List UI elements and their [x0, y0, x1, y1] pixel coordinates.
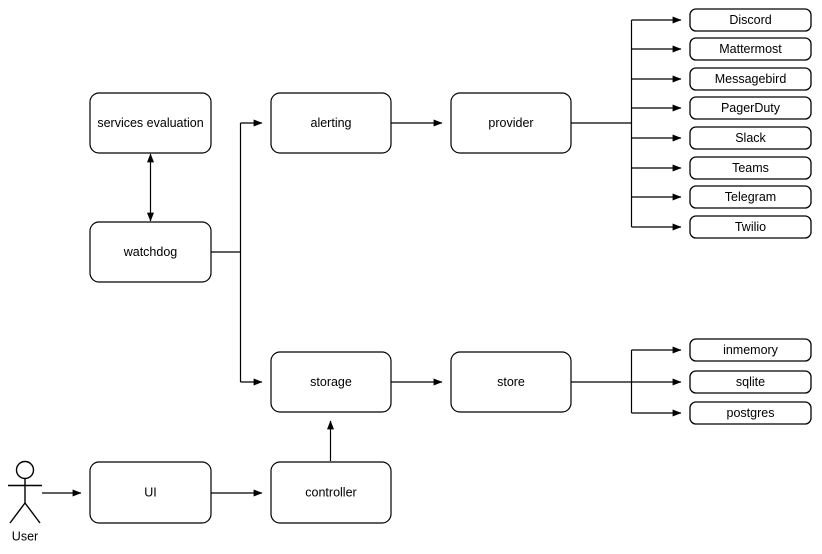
node-provider-shape[interactable]: [450, 92, 572, 154]
actor-head-icon: [15, 460, 35, 480]
node-controller[interactable]: controller: [270, 461, 392, 524]
actor-label: User: [12, 529, 38, 543]
node-services-evaluation[interactable]: services evaluation: [89, 92, 212, 154]
node-storage-label: storage: [310, 375, 352, 389]
provider-target-slack-shape[interactable]: [689, 126, 812, 150]
node-services-evaluation-label: services evaluation: [97, 116, 203, 130]
provider-target-discord[interactable]: Discord: [689, 8, 812, 32]
provider-target-twilio[interactable]: Twilio: [689, 215, 812, 239]
node-watchdog-shape[interactable]: [89, 221, 212, 283]
provider-target-messagebird-shape[interactable]: [689, 67, 812, 91]
provider-target-twilio-label: Twilio: [735, 220, 766, 234]
store-target-sqlite-label: sqlite: [736, 375, 765, 389]
node-watchdog[interactable]: watchdog: [89, 221, 212, 283]
provider-target-teams-shape[interactable]: [689, 156, 812, 180]
provider-target-discord-shape[interactable]: [689, 8, 812, 32]
node-provider-label: provider: [488, 116, 533, 130]
node-ui[interactable]: UI: [89, 461, 212, 524]
node-controller-shape[interactable]: [270, 461, 392, 524]
actor-user[interactable]: User: [8, 460, 42, 544]
store-target-postgres-label: postgres: [727, 406, 775, 420]
node-storage-shape[interactable]: [270, 351, 392, 413]
provider-target-slack-label: Slack: [735, 131, 766, 145]
store-target-inmemory[interactable]: inmemory: [689, 338, 812, 362]
node-alerting-label: alerting: [311, 116, 352, 130]
provider-target-teams[interactable]: Teams: [689, 156, 812, 180]
node-provider[interactable]: provider: [450, 92, 572, 154]
provider-target-pagerduty[interactable]: PagerDuty: [689, 96, 812, 120]
node-alerting-shape[interactable]: [270, 92, 392, 154]
node-store-label: store: [497, 375, 525, 389]
provider-target-mattermost[interactable]: Mattermost: [689, 37, 812, 61]
provider-target-teams-label: Teams: [732, 161, 769, 175]
provider-target-mattermost-shape[interactable]: [689, 37, 812, 61]
store-target-sqlite[interactable]: sqlite: [689, 370, 812, 394]
node-store-shape[interactable]: [450, 351, 572, 413]
provider-target-messagebird[interactable]: Messagebird: [689, 67, 812, 91]
provider-target-slack[interactable]: Slack: [689, 126, 812, 150]
store-target-sqlite-shape[interactable]: [689, 370, 812, 394]
node-ui-label: UI: [144, 485, 157, 499]
provider-target-pagerduty-shape[interactable]: [689, 96, 812, 120]
actor-left-leg-icon: [9, 502, 26, 524]
provider-target-telegram[interactable]: Telegram: [689, 185, 812, 209]
node-watchdog-label: watchdog: [123, 245, 178, 259]
provider-target-mattermost-label: Mattermost: [719, 42, 782, 56]
node-storage[interactable]: storage: [270, 351, 392, 413]
provider-target-discord-label: Discord: [729, 13, 771, 27]
store-target-postgres[interactable]: postgres: [689, 401, 812, 425]
provider-target-telegram-label: Telegram: [725, 190, 776, 204]
store-target-inmemory-shape[interactable]: [689, 338, 812, 362]
provider-target-messagebird-label: Messagebird: [715, 72, 787, 86]
node-store[interactable]: store: [450, 351, 572, 413]
actor-right-leg-icon: [24, 502, 41, 524]
node-alerting[interactable]: alerting: [270, 92, 392, 154]
edge-layer: [42, 16, 682, 497]
node-controller-label: controller: [305, 485, 356, 499]
node-ui-shape[interactable]: [89, 461, 212, 524]
provider-target-twilio-shape[interactable]: [689, 215, 812, 239]
store-target-inmemory-label: inmemory: [723, 343, 779, 357]
node-services-evaluation-shape[interactable]: [89, 92, 212, 154]
provider-target-telegram-shape[interactable]: [689, 185, 812, 209]
store-target-postgres-shape[interactable]: [689, 401, 812, 425]
provider-target-pagerduty-label: PagerDuty: [721, 101, 781, 115]
